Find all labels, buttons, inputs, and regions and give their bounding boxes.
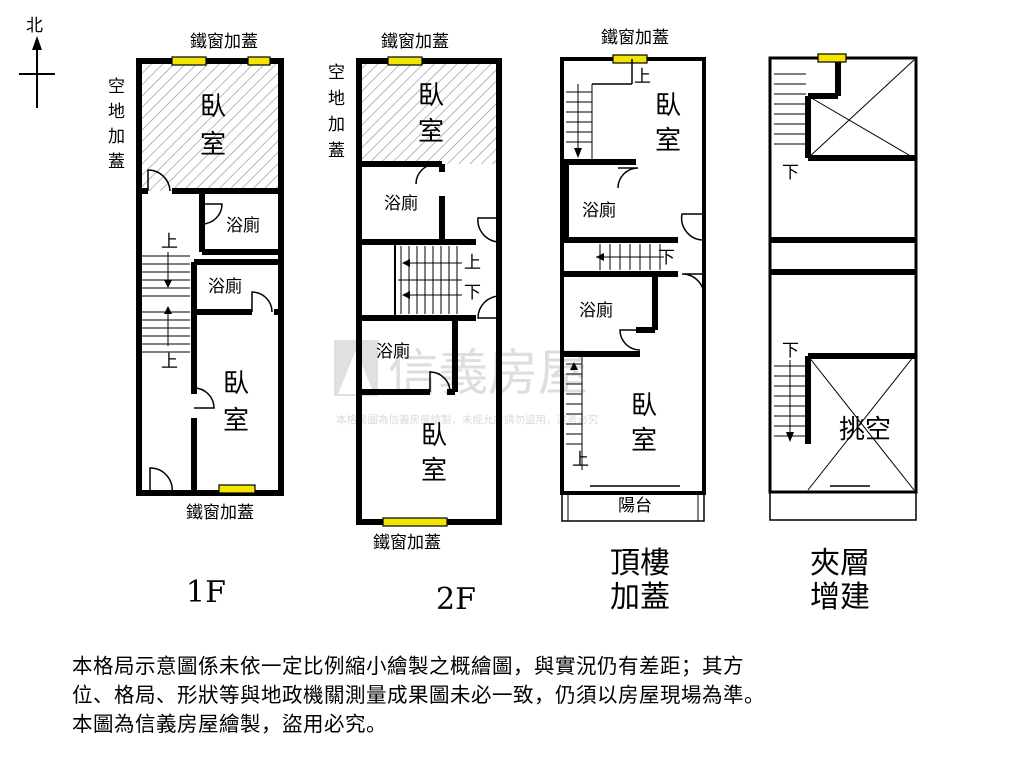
floor-1f-plan (136, 56, 284, 496)
room-bedroom-1f-north: 臥 (200, 92, 226, 122)
disclaimer-line: 位、格局、形狀等與地政機關測量成果圖未必一致，仍須以房屋現場為準。 (72, 683, 765, 707)
room-bathroom-rooftop-a: 浴廁 (582, 200, 616, 221)
window-label-1f-top: 鐵窗加蓋 (190, 32, 258, 52)
stair-down-label: 下 (782, 341, 799, 361)
window-icon (218, 484, 256, 494)
watermark: 信義房屋 本格局圖為信義房屋繪製，未經允許請勿盜用，違者必究 (334, 340, 599, 426)
room-void-mezzanine: 挑空 (839, 415, 891, 445)
stair-up-label: 上 (634, 67, 651, 87)
room-bedroom-2f-south: 臥 (421, 421, 447, 451)
side-label-1f: 加 (108, 127, 125, 147)
window-label-2f-top: 鐵窗加蓋 (381, 32, 449, 52)
open-area-hatch (360, 62, 496, 164)
stair-mezzanine (774, 73, 806, 437)
room-bathroom-2f-a: 浴廁 (384, 193, 418, 214)
disclaimer-line: 本格局示意圖係未依一定比例縮小繪製之概繪圖，與實況仍有差距；其方 (72, 654, 744, 678)
room-bedroom-rooftop-south: 臥 (631, 391, 657, 421)
room-bedroom-1f-south: 室 (223, 406, 249, 436)
window-label-2f-bottom: 鐵窗加蓋 (373, 533, 441, 553)
floor-mezzanine-plan (768, 53, 918, 521)
room-bedroom-rooftop-north: 臥 (655, 91, 681, 121)
room-bedroom-rooftop-south: 室 (631, 426, 657, 456)
floor-rooftop-plan (560, 54, 706, 522)
stair-1f (142, 252, 190, 353)
window-icon (382, 517, 448, 527)
room-bathroom-rooftop-b: 浴廁 (579, 300, 613, 321)
stair-down-label: 下 (658, 248, 675, 268)
open-area-hatch (139, 61, 281, 191)
stair-up-label: 上 (464, 253, 481, 273)
room-bedroom-1f-south: 臥 (223, 369, 249, 399)
side-label-2f: 地 (328, 89, 345, 109)
room-bedroom-2f-north: 臥 (418, 81, 444, 111)
void-cross-icon (807, 59, 915, 491)
room-bedroom-1f-north: 室 (200, 130, 226, 160)
floor-plan-drawing: 北 信義房屋 本格局圖為信義房屋繪製，未經允許請勿盜用，違者必究 (19, 16, 918, 617)
stair-rooftop (566, 84, 664, 470)
window-icon (612, 54, 648, 64)
room-bedroom-rooftop-north: 室 (655, 126, 681, 156)
floor-label-mezzanine: 夾層 (810, 546, 870, 581)
side-label-2f: 加 (328, 115, 345, 135)
north-label: 北 (26, 16, 43, 36)
window-icon (171, 56, 207, 66)
window-icon (817, 53, 847, 63)
room-bedroom-2f-south: 室 (421, 456, 447, 486)
room-bedroom-2f-north: 室 (418, 117, 444, 147)
north-arrow-icon (19, 36, 55, 108)
window-label-1f-bottom: 鐵窗加蓋 (186, 503, 254, 523)
stair-up-label: 上 (572, 450, 589, 470)
stair-2f (398, 246, 462, 314)
side-label-2f: 空 (328, 63, 345, 83)
floor-label-mezzanine: 增建 (810, 580, 870, 615)
window-icon (387, 56, 423, 66)
disclaimer-note: 本格局示意圖係未依一定比例縮小繪製之概繪圖，與實況仍有差距；其方 位、格局、形狀… (72, 652, 1002, 739)
window-icon (247, 56, 271, 66)
room-balcony-rooftop: 陽台 (618, 496, 652, 516)
floor-label-1f: 1F (186, 575, 226, 610)
room-bathroom-1f-a: 浴廁 (226, 215, 260, 236)
side-label-1f: 地 (108, 102, 125, 122)
side-label-2f: 蓋 (328, 141, 345, 161)
stair-down-label: 下 (464, 283, 481, 303)
floor-label-rooftop: 頂樓 (610, 546, 670, 581)
window-label-rooftop-top: 鐵窗加蓋 (601, 28, 669, 48)
watermark-caption: 本格局圖為信義房屋繪製，未經允許請勿盜用，違者必究 (336, 413, 599, 426)
disclaimer-line: 本圖為信義房屋繪製，盜用必究。 (72, 712, 387, 736)
room-bathroom-1f-b: 浴廁 (208, 276, 242, 297)
side-label-1f: 蓋 (108, 152, 125, 172)
side-label-1f: 空 (108, 77, 125, 97)
floor-label-rooftop: 加蓋 (610, 580, 670, 615)
floor-label-2f: 2F (436, 582, 476, 617)
floor-2f-plan (356, 56, 502, 527)
stair-up-label: 上 (161, 352, 178, 372)
stair-up-label: 上 (161, 232, 178, 252)
room-bathroom-2f-b: 浴廁 (376, 341, 410, 362)
stair-down-label: 下 (782, 163, 799, 183)
